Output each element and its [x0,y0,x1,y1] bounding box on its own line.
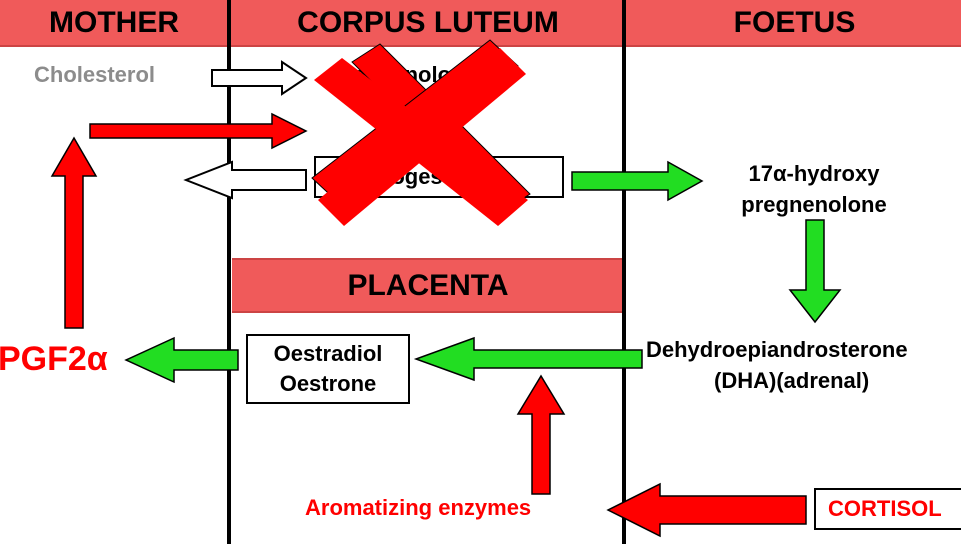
dha-to-oestrogen-arrow [413,336,643,382]
header-placenta: PLACENTA [347,268,509,302]
oestradiol-label: Oestradiol [273,341,383,366]
cholesterol-label: Cholesterol [34,62,156,87]
aromatizing-up-arrow [516,374,566,495]
pgf2a-label: PGF2α [0,340,108,378]
dha-line-1: Dehydroepiandrosterone [646,337,908,362]
oestrogen-to-pgf2a-arrow [124,336,239,384]
hydroxy-line-1: 17α-hydroxy [748,161,880,186]
header-underline [0,45,961,47]
progesterone-left-arrow [183,160,307,200]
cortisol-label: CORTISOL [828,496,942,521]
divider-mother-corpus [227,0,231,544]
placenta-band [232,258,624,313]
header-bar [0,0,961,46]
header-corpus-luteum: CORPUS LUTEUM [297,6,559,39]
header-mother: MOTHER [49,6,179,39]
header-foetus: FOETUS [733,6,856,39]
hydroxy-line-2: pregnenolone [741,192,887,217]
progesterone-to-foetus-arrow [571,160,704,202]
pgf2a-up-arrow [50,136,98,329]
oestrogen-box: Oestradiol Oestrone [246,334,410,404]
hydroxy-pregnenolone-label: 17α-hydroxy pregnenolone [694,158,934,220]
cortisol-to-aromatizing-arrow [606,482,807,538]
divider-corpus-foetus [622,0,626,544]
cross-icon [311,39,531,226]
hydroxy-to-dha-arrow [788,219,842,324]
dha-label: Dehydroepiandrosterone (DHA)(adrenal) [646,334,908,396]
luteolysis-right-arrow [89,112,308,150]
aromatizing-enzymes-label: Aromatizing enzymes [305,495,532,520]
cholesterol-arrow [211,60,308,96]
cortisol-box: CORTISOL [814,488,961,530]
oestrone-label: Oestrone [279,371,377,396]
dha-line-2: (DHA)(adrenal) [714,368,870,393]
